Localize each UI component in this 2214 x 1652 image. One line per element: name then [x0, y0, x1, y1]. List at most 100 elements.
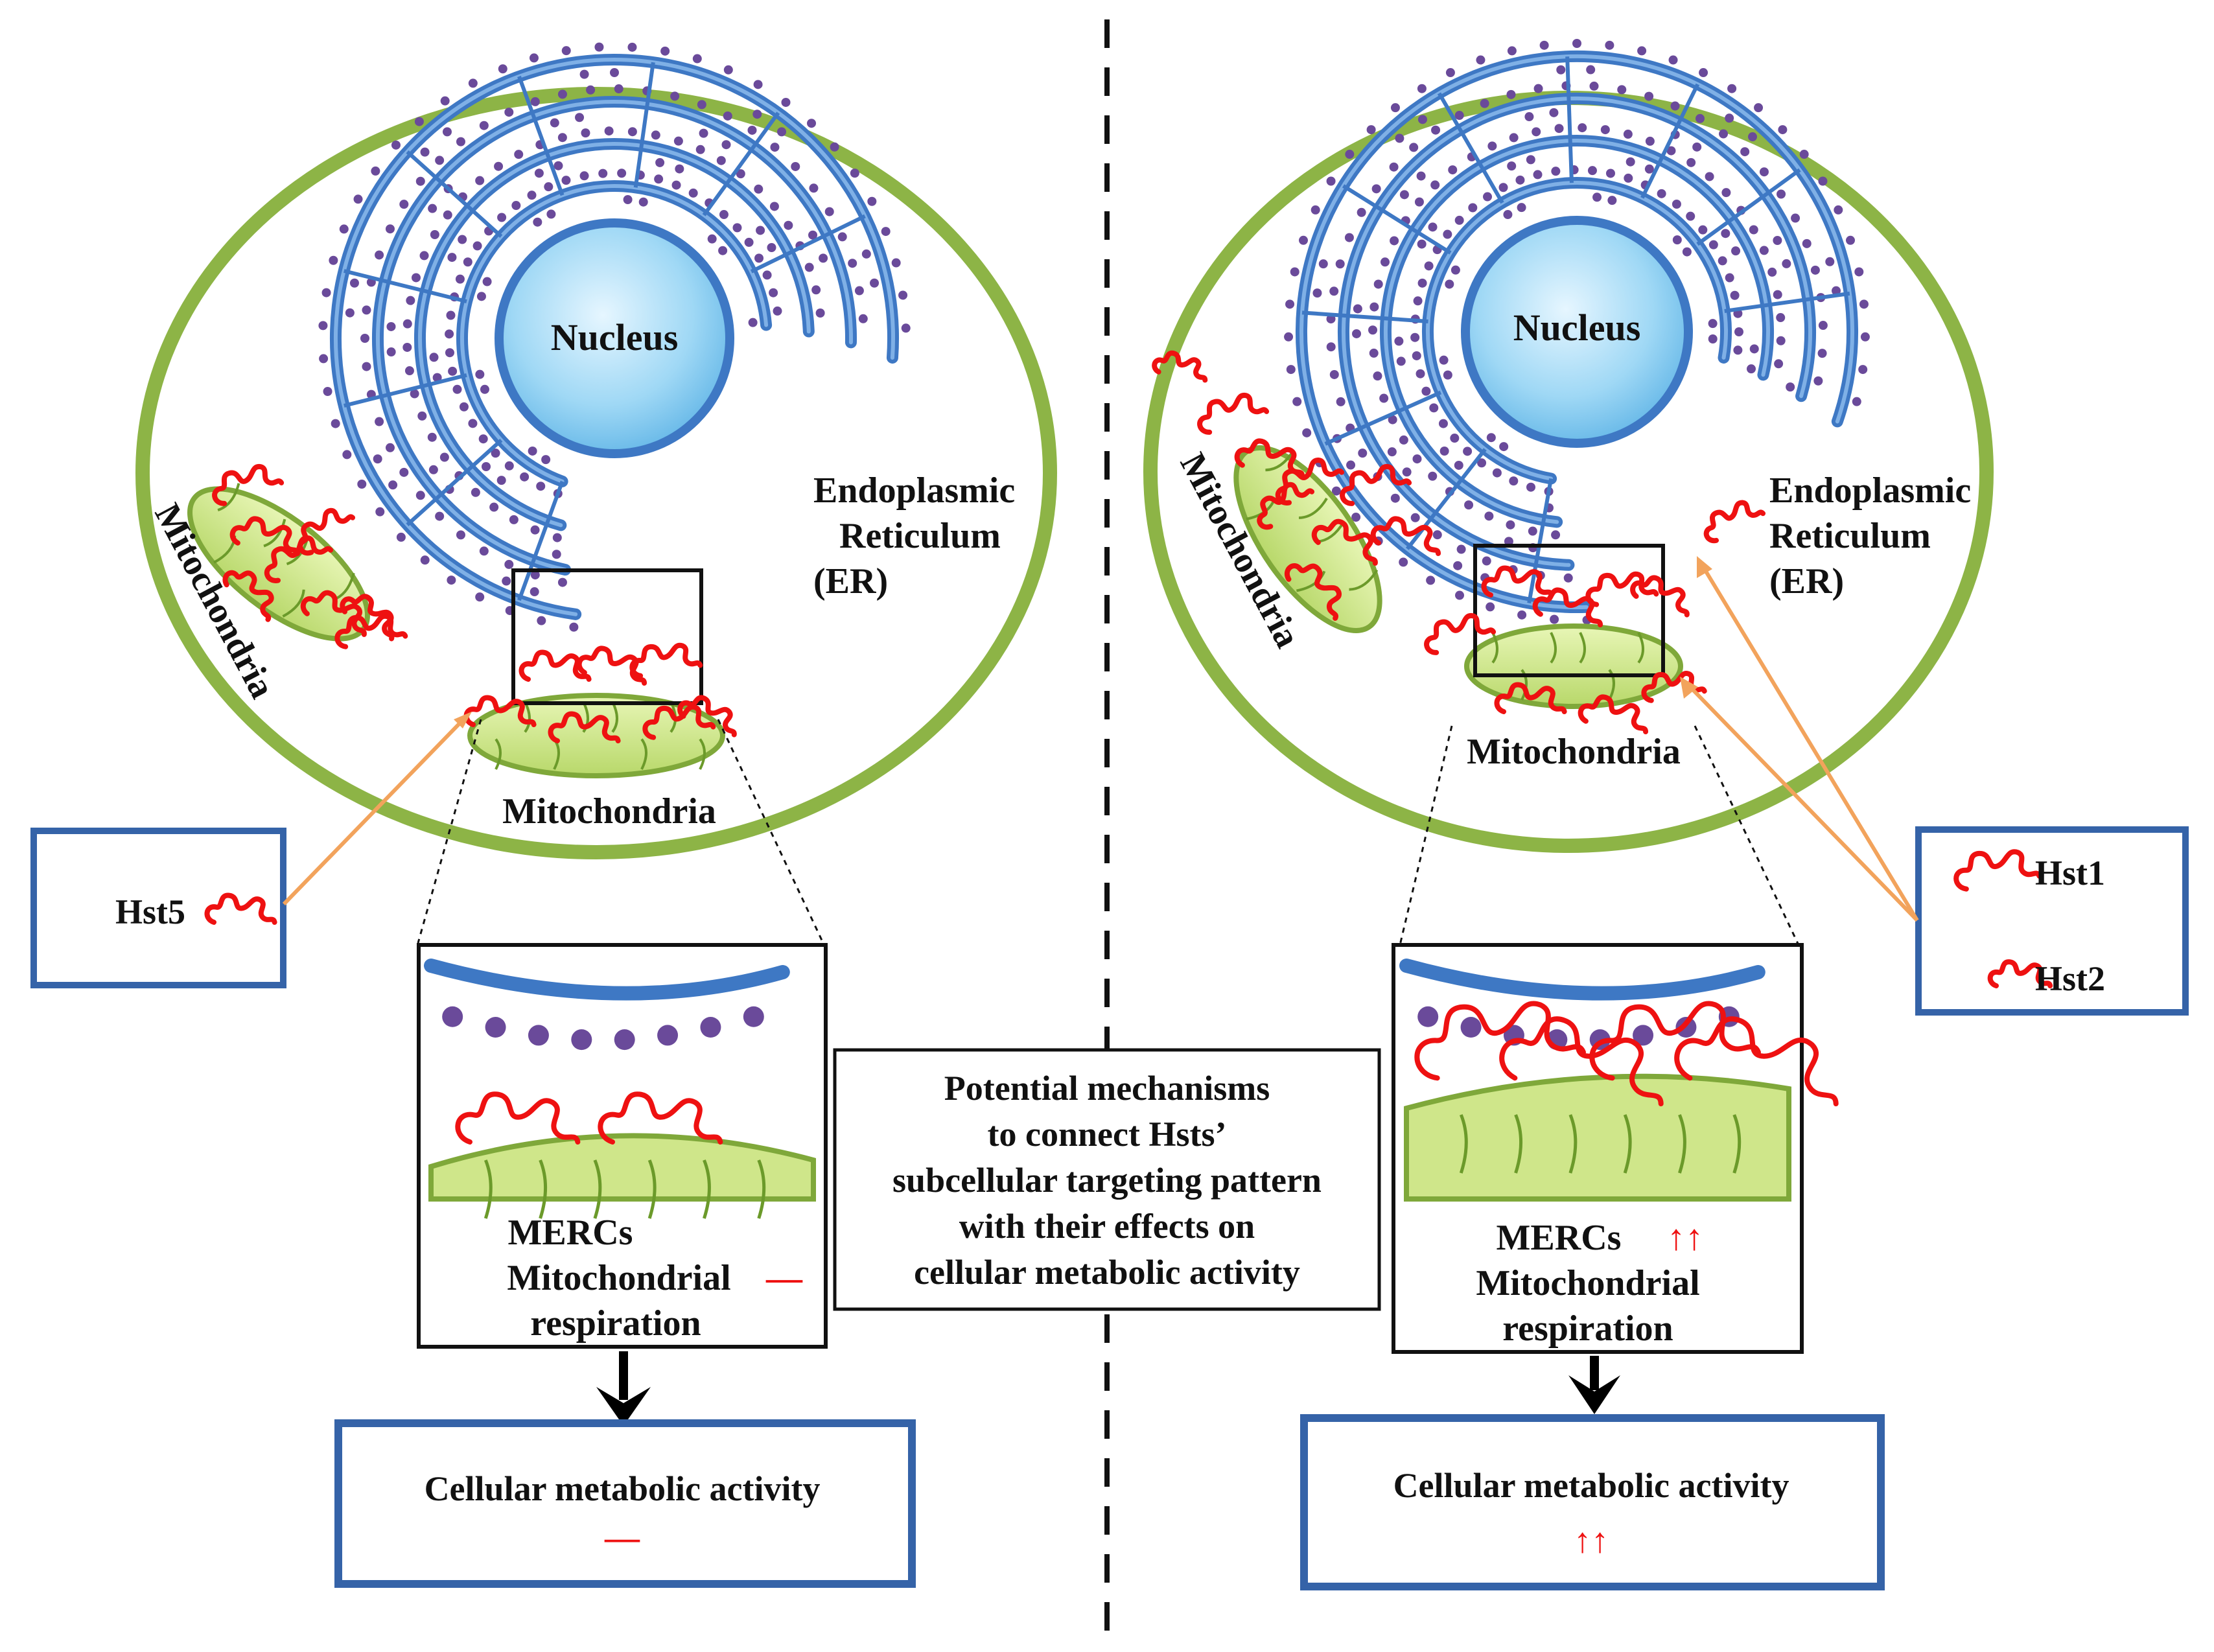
left-contact-box [511, 568, 703, 705]
ribosome-dot [1672, 235, 1682, 245]
ribosome-dot [809, 183, 819, 193]
ribosome-dot [854, 286, 864, 296]
protein-squiggle [340, 594, 395, 642]
ribosome-dot [502, 576, 511, 586]
center-box-line-2: to connect Hsts’ [988, 1115, 1227, 1154]
ribosome-dot [1428, 222, 1438, 232]
ribosome-dot [627, 42, 637, 52]
ribosome-dot [1506, 520, 1515, 529]
ribosome-dot [675, 164, 684, 174]
ribosome-dot [670, 91, 680, 101]
er-membrane-highlight [460, 184, 769, 483]
ribosome-dot [411, 273, 421, 283]
ribosome-dot [385, 443, 395, 452]
ribosome-dot [514, 150, 524, 159]
protein-squiggle [1370, 516, 1441, 556]
right-contact-box [1473, 544, 1665, 677]
right-legend-hst2-label: Hst2 [2035, 959, 2105, 998]
ribosome-dot [721, 140, 731, 150]
protein-squiggle [1532, 587, 1603, 627]
ribosome-dot [458, 235, 467, 244]
ribosome-dot [1645, 136, 1655, 146]
ribosome-dot [1759, 246, 1769, 255]
crista-fold [1521, 669, 1528, 701]
ribosome-dot [445, 329, 454, 339]
inset-ribosome [485, 1017, 506, 1038]
ribosome-dot [1417, 84, 1427, 93]
right-cell: Nucleus Endoplasmic Reticulum (ER) Mitoc… [1143, 39, 2189, 1590]
ribosome-dot [557, 89, 567, 99]
ribosome-dot [1326, 342, 1336, 352]
ribosome-dot [1445, 68, 1455, 78]
crista-fold [1637, 632, 1644, 664]
right-bottom-mitochondrion [1464, 623, 1683, 709]
ribosome-dot [660, 46, 670, 56]
protein-squiggle [297, 507, 356, 556]
ribosome-dot [439, 452, 449, 462]
ribosome-dot [1854, 267, 1864, 277]
ribosome-dot [604, 126, 614, 136]
ribosome-dot [1387, 447, 1397, 457]
ribosome-dot [1550, 614, 1559, 624]
protein-squiggle [1311, 518, 1378, 566]
ribosome-dot [497, 213, 507, 222]
ribosome-dot [1463, 447, 1473, 456]
right-er-label-line1: Endoplasmic [1769, 471, 1971, 511]
ribosome-dot [1587, 166, 1597, 176]
inset-mito-membrane [428, 1133, 816, 1202]
right-zoom-line-b [1694, 725, 1800, 946]
ribosome-dot [1486, 602, 1495, 612]
ribosome-dot [1443, 370, 1452, 380]
protein-squiggle [264, 535, 334, 583]
inset-crista [757, 1159, 766, 1219]
inset-ribosome [657, 1025, 679, 1046]
left-zoom-inset-art [424, 959, 816, 1219]
ribosome-dot [475, 592, 485, 602]
ribosome-dot [1799, 150, 1809, 159]
right-legend-arrow-mito [1683, 680, 1919, 922]
ribosome-dot [848, 259, 857, 268]
ribosome-dot [718, 246, 728, 255]
ribosome-dot [321, 288, 331, 297]
ribosome-dot [342, 450, 352, 460]
ribosome-dot [1455, 590, 1465, 600]
left-er-label-line3: (ER) [813, 561, 888, 601]
right-legend-arrowhead-mito [1680, 677, 1698, 699]
ribosome-dot [447, 253, 457, 262]
ribosome-dot [569, 622, 579, 632]
ribosome-dot [1456, 544, 1466, 554]
ribosome-dot [1637, 46, 1647, 56]
ribosome-dot [1487, 141, 1497, 151]
crista-fold [495, 738, 502, 770]
ribosome-dot [1439, 355, 1449, 365]
ribosome-dot [475, 369, 485, 379]
ribosome-dot [1777, 189, 1786, 199]
ribosome-dot [1409, 143, 1419, 152]
left-nucleus-label: Nucleus [551, 316, 679, 358]
ribosome-dot [414, 117, 424, 126]
ribosome-dot [1578, 123, 1587, 133]
ribosome-dot [1832, 286, 1841, 296]
inset-ribosome [442, 1006, 463, 1027]
ribosome-dot [541, 455, 551, 465]
protein-squiggle [1589, 1001, 1761, 1081]
ribosome-dot [1358, 448, 1368, 458]
inset-crista [1732, 1114, 1742, 1174]
ribosome-dot [747, 125, 757, 135]
ribosome-dot [1486, 433, 1496, 443]
ribosome-dot [1507, 46, 1517, 56]
ribosome-dot [482, 461, 491, 471]
protein-squiggle [204, 892, 277, 925]
ribosome-dot [598, 169, 608, 178]
ribosome-dot [1791, 213, 1800, 223]
ribosome-dot [1396, 356, 1406, 366]
ribosome-dot [1345, 150, 1355, 159]
protein-squiggle [1481, 565, 1554, 598]
center-box-line-3: subcellular targeting pattern [892, 1161, 1322, 1200]
inset-ribosome [1417, 1006, 1439, 1027]
ribosome-dot [375, 250, 384, 260]
ribosome-dot [1749, 344, 1759, 354]
ribosome-dot [881, 227, 891, 237]
ribosome-dot [468, 419, 478, 428]
